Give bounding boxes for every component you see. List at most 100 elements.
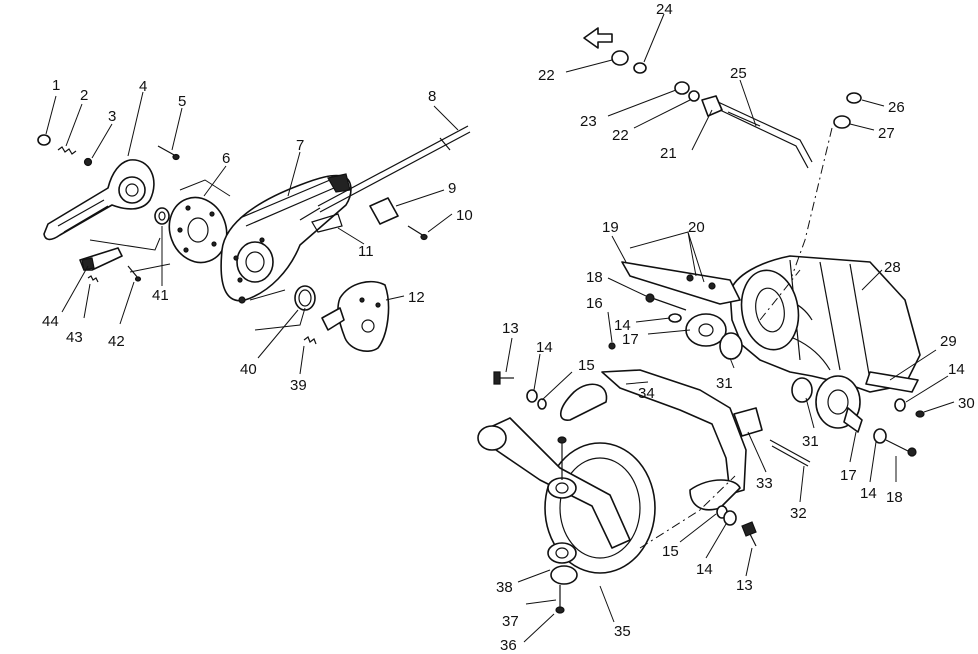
callout-15-a: 15 xyxy=(578,357,595,374)
callout-20: 20 xyxy=(688,219,705,236)
callout-12: 12 xyxy=(408,289,425,306)
callout-38: 38 xyxy=(496,579,513,596)
lower-brake-assembly xyxy=(477,417,656,614)
leader-lines xyxy=(45,13,955,643)
callout-41: 41 xyxy=(152,287,169,304)
part-32-pin xyxy=(769,439,811,467)
part-15-plate-b xyxy=(689,479,741,511)
callout-32: 32 xyxy=(790,505,807,522)
part-42-screw xyxy=(127,265,142,282)
part-5-screw xyxy=(157,145,180,161)
callout-7: 7 xyxy=(296,137,304,154)
part-14-washer-d xyxy=(873,428,887,444)
part-31-wheel-left xyxy=(719,332,743,360)
callout-2: 2 xyxy=(80,87,88,104)
part-3-ball xyxy=(83,157,93,167)
callout-14-c: 14 xyxy=(948,361,965,378)
callout-22-top: 22 xyxy=(538,67,555,84)
callout-14-b: 14 xyxy=(536,339,553,356)
callout-13-right: 13 xyxy=(736,577,753,594)
callout-34: 34 xyxy=(638,385,655,402)
part-10-bolt xyxy=(407,225,428,241)
part-43-spring xyxy=(87,275,99,283)
part-27-washer xyxy=(833,115,851,129)
part-30-nut xyxy=(915,410,925,418)
part-44-latch xyxy=(79,247,123,271)
part-17-spacer-right xyxy=(843,407,863,433)
part-16-nut xyxy=(608,342,616,350)
callout-15-b: 15 xyxy=(662,543,679,560)
part-28-housing xyxy=(729,255,921,393)
callout-28: 28 xyxy=(884,259,901,276)
part-6-disc xyxy=(168,196,228,264)
part-39-stud xyxy=(303,336,317,345)
part-18-bolt-left xyxy=(651,297,687,311)
part-1-cap xyxy=(37,134,51,146)
part-14-washer-b xyxy=(526,389,538,403)
callout-11: 11 xyxy=(358,243,374,260)
callout-13-left: 13 xyxy=(502,320,519,337)
center-line-drum xyxy=(639,475,736,549)
callout-22-mid: 22 xyxy=(612,127,629,144)
part-14-washer-a xyxy=(668,313,682,323)
callout-39: 39 xyxy=(290,377,307,394)
callout-17-left: 17 xyxy=(622,331,639,348)
left-assembly xyxy=(37,125,471,352)
part-37-bushing-top xyxy=(547,477,577,499)
callout-labels: 1 2 3 4 5 6 7 8 9 10 11 12 39 40 41 42 4… xyxy=(42,1,975,654)
part-33-block xyxy=(733,407,763,437)
callout-14-e: 14 xyxy=(696,561,713,578)
direction-arrow xyxy=(583,27,613,49)
callout-6: 6 xyxy=(222,150,230,167)
callout-21: 21 xyxy=(660,145,677,162)
right-frame-assembly xyxy=(493,255,925,547)
callout-23: 23 xyxy=(580,113,597,130)
center-line-housing xyxy=(759,269,801,321)
callout-25: 25 xyxy=(730,65,747,82)
callout-24: 24 xyxy=(656,1,673,18)
callout-5: 5 xyxy=(178,93,186,110)
center-line-shaft xyxy=(791,127,833,277)
callout-14-d: 14 xyxy=(860,485,877,502)
part-8-cable xyxy=(299,125,471,221)
callout-9: 9 xyxy=(448,180,456,197)
part-41-washer xyxy=(154,207,170,225)
part-22-nut-upper xyxy=(611,50,629,66)
upper-shaft-assembly xyxy=(583,27,862,169)
callout-37: 37 xyxy=(502,613,519,630)
part-2-spring xyxy=(57,146,77,155)
callout-18-right: 18 xyxy=(886,489,903,506)
part-25-shaft xyxy=(701,95,813,169)
callout-43: 43 xyxy=(66,329,83,346)
part-26-nut xyxy=(846,92,862,104)
callout-30: 30 xyxy=(958,395,975,412)
part-38-bushing xyxy=(547,542,577,564)
callout-16: 16 xyxy=(586,295,603,312)
callout-35: 35 xyxy=(614,623,631,640)
part-40-o-ring xyxy=(294,285,316,311)
callout-40: 40 xyxy=(240,361,257,378)
part-23-washer xyxy=(674,81,690,95)
callout-26: 26 xyxy=(888,99,905,116)
callout-36: 36 xyxy=(500,637,517,654)
part-4-brake-lever xyxy=(43,159,155,241)
part-14-washer-e xyxy=(723,510,737,526)
callout-33: 33 xyxy=(756,475,773,492)
callout-18-left: 18 xyxy=(586,269,603,286)
part-29-plate xyxy=(865,371,919,393)
callout-10: 10 xyxy=(456,207,473,224)
callout-17-right: 17 xyxy=(840,467,857,484)
callout-44: 44 xyxy=(42,313,59,330)
part-9-plate xyxy=(369,197,399,225)
callout-14-a: 14 xyxy=(614,317,631,334)
part-7-housing xyxy=(220,173,352,304)
callout-31-left: 31 xyxy=(716,375,733,392)
callout-19: 19 xyxy=(602,219,619,236)
part-24-washer xyxy=(633,62,647,74)
callout-29: 29 xyxy=(940,333,957,350)
part-11-pin xyxy=(311,213,343,233)
part-22-nut-lower xyxy=(688,90,700,102)
callout-8: 8 xyxy=(428,88,436,105)
callout-27: 27 xyxy=(878,125,895,142)
